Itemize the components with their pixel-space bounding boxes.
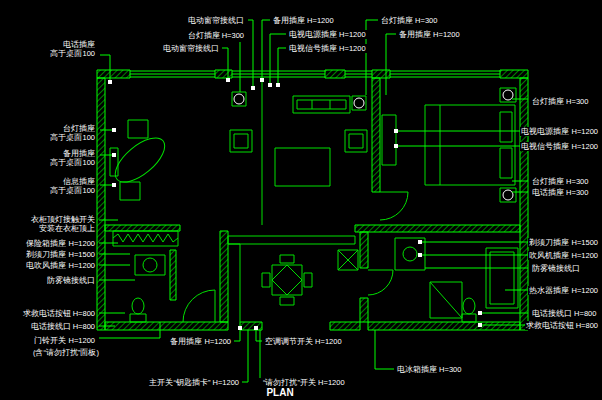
callout-label: 空调调节开关 H=1200 bbox=[264, 337, 343, 346]
callout-label: 电视电源插座 H=1200 bbox=[520, 127, 599, 136]
callout-label: 备用插座 H=1200 bbox=[169, 337, 232, 346]
callout-label: 电视信号插座 H=1200 bbox=[288, 44, 367, 53]
callout-label: 求救电话按钮 H=800 bbox=[22, 309, 96, 318]
desk bbox=[108, 130, 172, 190]
basin bbox=[403, 247, 417, 261]
callout-label: 电话插座 高于桌面100 bbox=[32, 40, 96, 58]
toilet bbox=[132, 298, 144, 314]
callout-label: 电话接线口 H=800 bbox=[30, 322, 96, 331]
callout-label: 电动窗帘接线口 bbox=[162, 44, 220, 53]
callout-label: 保险箱插座 H=1200 bbox=[25, 239, 96, 248]
callout-label: 台灯插座 H=300 bbox=[380, 16, 438, 25]
callout-label: 门铃开关 H=1200 bbox=[33, 336, 96, 345]
callout-label: 防雾镜接线口 bbox=[531, 264, 581, 273]
leader-lines bbox=[99, 20, 528, 382]
callout-label: 备用插座 高于桌面100 bbox=[32, 149, 96, 167]
callout-label: 电视电源插座 H=1200 bbox=[288, 30, 367, 39]
plan-title: PLAN bbox=[266, 387, 293, 398]
callout-label: 备用插座 H=1200 bbox=[398, 30, 461, 39]
callout-label: 主开关“钥匙插卡” H=1200 bbox=[148, 378, 240, 387]
callout-label: 电吹风插座 H=1200 bbox=[25, 261, 96, 270]
lamp bbox=[234, 94, 244, 104]
callout-label: 台灯插座 H=300 bbox=[531, 177, 589, 186]
lamp bbox=[354, 98, 364, 108]
callout-label: 电动窗帘接线口 bbox=[187, 16, 245, 25]
callout-label: 信息插座 高于桌面100 bbox=[32, 177, 96, 195]
furniture bbox=[110, 80, 518, 322]
callout-label: 防雾镜接线口 bbox=[46, 276, 96, 285]
callout-label: 台灯插座 H=300 bbox=[531, 97, 589, 106]
callout-label: 电冰箱插座 H=300 bbox=[396, 365, 462, 374]
callout-label: 电视信号插座 H=1200 bbox=[520, 142, 599, 151]
callout-label: 备用插座 H=1200 bbox=[272, 16, 335, 25]
outlet-markers bbox=[108, 78, 482, 330]
callout-label: 剃须刀插座 H=1500 bbox=[528, 238, 599, 247]
callout-label: 电话接线口 H=800 bbox=[531, 309, 597, 318]
callout-label: 剃须刀插座 H=1500 bbox=[25, 250, 96, 259]
windows bbox=[130, 71, 500, 77]
callout-label: 热水器插座 H=1200 bbox=[528, 286, 599, 295]
callout-label: 台灯插座 高于桌面100 bbox=[32, 124, 96, 142]
callout-label: 电话插座 H=300 bbox=[531, 188, 589, 197]
lamp bbox=[503, 90, 513, 100]
callout-label: 求救电话按钮 H=800 bbox=[525, 321, 599, 330]
callout-label: (含“请勿打扰”面板) bbox=[32, 348, 100, 357]
toilet bbox=[463, 298, 475, 314]
callout-label: 衣柜顶灯接触开关 安装在衣柜顶上 bbox=[28, 215, 96, 233]
callout-label: “请勿打扰”开关 H=1200 bbox=[262, 378, 346, 387]
lamp bbox=[503, 190, 513, 200]
callout-label: 吹风机插座 H=1200 bbox=[528, 251, 599, 260]
walls bbox=[97, 70, 528, 330]
basin bbox=[143, 258, 157, 272]
callout-label: 台灯插座 H=300 bbox=[187, 31, 245, 40]
